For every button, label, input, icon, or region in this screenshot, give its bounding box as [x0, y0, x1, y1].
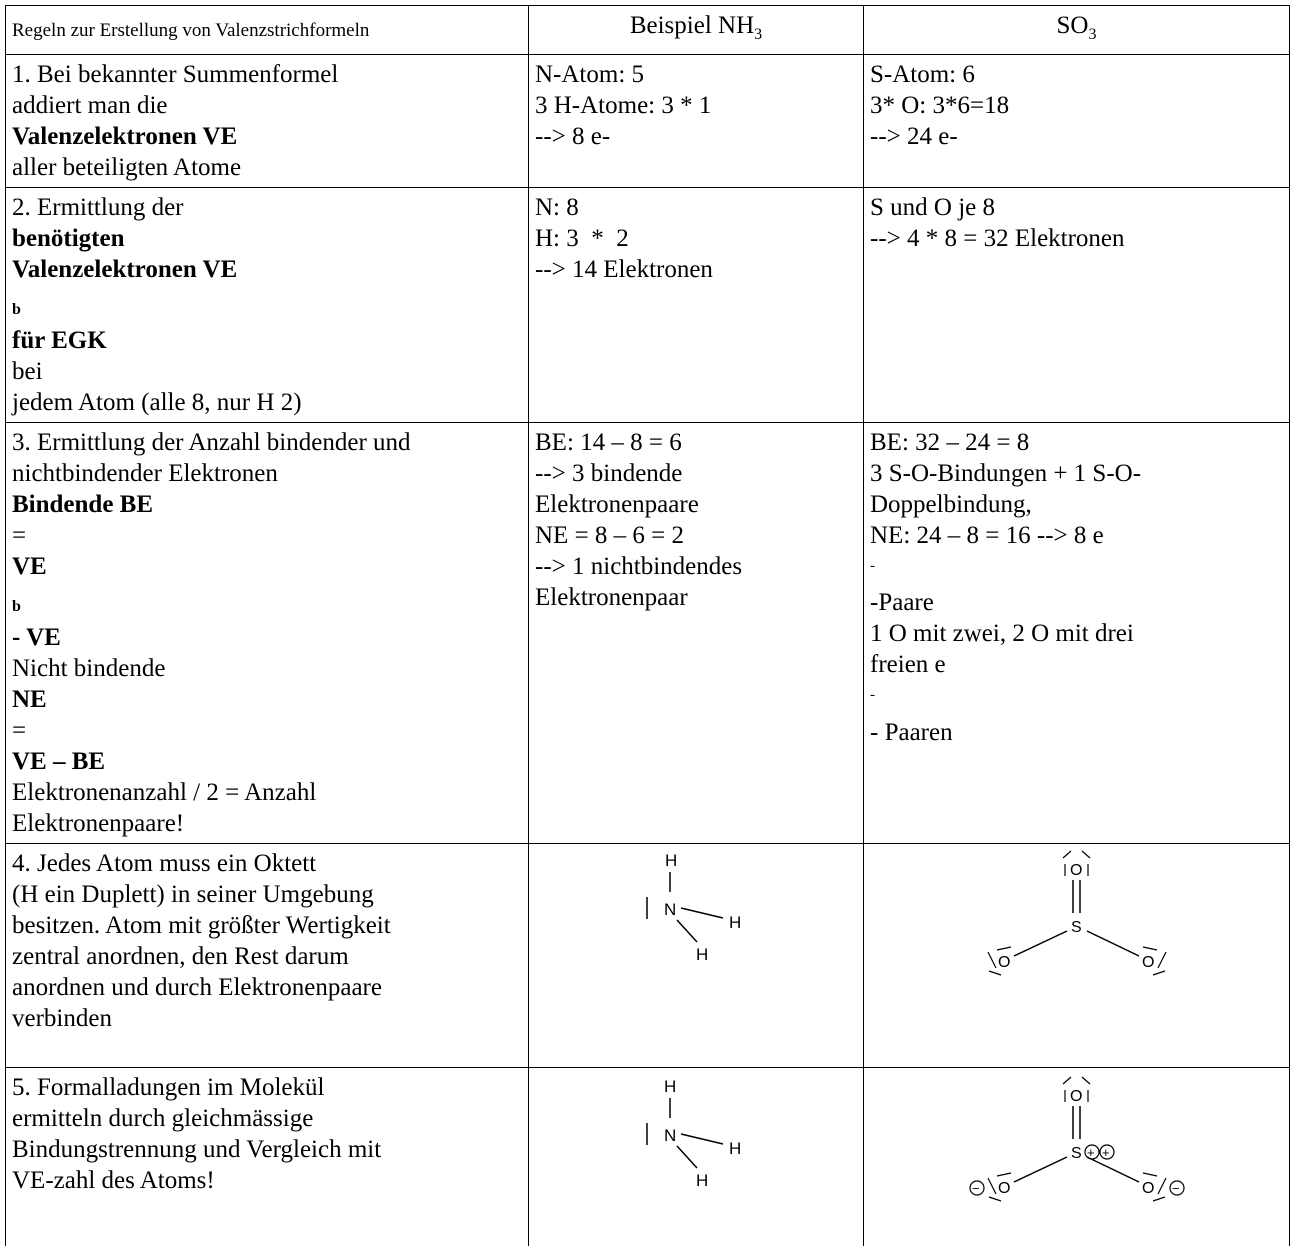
rule-2-text: 2. Ermittlung der benötigten Valenzelekt… [6, 188, 529, 423]
header-row: Regeln zur Erstellung von Valenzstrichfo… [6, 6, 1290, 55]
nh3-n-atom: N [664, 900, 676, 919]
so3-o-top: O [1070, 862, 1082, 879]
rule-1-so3: S-Atom: 6 3* O: 3*6=18 --> 24 e- [864, 55, 1290, 188]
svg-text:+: + [1102, 1145, 1110, 1160]
so3-s-atom: S [1071, 919, 1082, 936]
rule-row-3: 3. Ermittlung der Anzahl bindender und n… [6, 423, 1290, 844]
nh3-h-bottom: H [696, 945, 708, 964]
rule-row-1: 1. Bei bekannter Summenformel addiert ma… [6, 55, 1290, 188]
nh3-h-right-2: H [729, 1139, 741, 1158]
so3-charges-cell: O S + + − O O − [864, 1068, 1290, 1246]
so3-o-left-2: O [998, 1180, 1010, 1197]
so3-bond-right [1087, 931, 1139, 956]
rule-row-5: 5. Formalladungen im Molekül ermitteln d… [6, 1068, 1290, 1246]
rule-2-so3: S und O je 8 --> 4 * 8 = 32 Elektronen [864, 188, 1290, 423]
svg-text:−: − [1172, 1181, 1180, 1196]
header-rules: Regeln zur Erstellung von Valenzstrichfo… [6, 6, 529, 55]
so3-s-atom-2: S [1071, 1145, 1082, 1162]
nh3-structure-cell: H N H H [529, 844, 864, 1068]
so3-o-right-2: O [1142, 1180, 1154, 1197]
rule-1-nh3: N-Atom: 5 3 H-Atome: 3 * 1 --> 8 e- [529, 55, 864, 188]
rule-4-text: 4. Jedes Atom muss ein Oktett (H ein Dup… [6, 844, 529, 1068]
header-nh3: Beispiel NH3 [529, 6, 864, 55]
nh3-bond-right [681, 908, 723, 918]
rule-1-text: 1. Bei bekannter Summenformel addiert ma… [6, 55, 529, 188]
rule-5-text: 5. Formalladungen im Molekül ermitteln d… [6, 1068, 529, 1246]
so3-structure-cell: O S O O [864, 844, 1290, 1068]
rule-row-4: 4. Jedes Atom muss ein Oktett (H ein Dup… [6, 844, 1290, 1068]
rule-2-nh3: N: 8 H: 3 * 2 --> 14 Elektronen [529, 188, 864, 423]
rule-3-text: 3. Ermittlung der Anzahl bindender und n… [6, 423, 529, 844]
so3-lewis-structure: O S O O [867, 844, 1287, 994]
nh3-h-top-2: H [664, 1077, 676, 1096]
nh3-n-atom-2: N [664, 1126, 676, 1145]
so3-o-top-2: O [1070, 1088, 1082, 1105]
so3-o-right: O [1142, 954, 1154, 971]
nh3-formal-charge-structure: H N H H [531, 1068, 861, 1208]
rules-table: Regeln zur Erstellung von Valenzstrichfo… [5, 5, 1290, 1246]
so3-o-left: O [998, 954, 1010, 971]
nh3-lewis-structure: H N H H [531, 844, 861, 994]
so3-formal-charge-structure: O S + + − O O − [867, 1068, 1287, 1208]
rule-3-so3: BE: 32 – 24 = 8 3 S-O-Bindungen + 1 S-O-… [864, 423, 1290, 844]
svg-text:−: − [972, 1181, 980, 1196]
nh3-charges-cell: H N H H [529, 1068, 864, 1246]
nh3-h-bottom-2: H [696, 1171, 708, 1190]
rule-row-2: 2. Ermittlung der benötigten Valenzelekt… [6, 188, 1290, 423]
nh3-h-right: H [729, 913, 741, 932]
nh3-h-top: H [665, 851, 677, 870]
so3-bond-left [1014, 931, 1067, 956]
rule-3-nh3: BE: 14 – 8 = 6 --> 3 bindende Elektronen… [529, 423, 864, 844]
header-so3: SO3 [864, 6, 1290, 55]
